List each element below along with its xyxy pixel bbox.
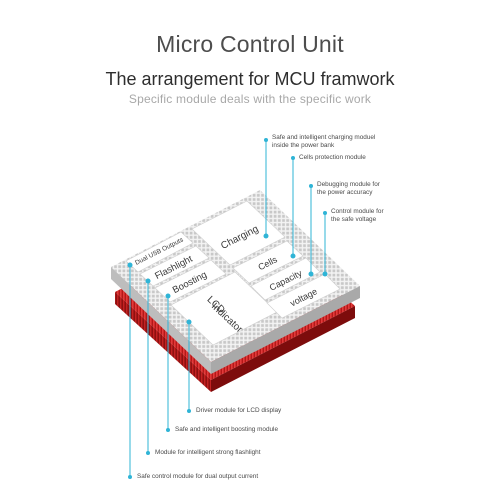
block-voltage	[266, 273, 341, 319]
annotation-debug-line2: the power accuracy	[317, 189, 373, 196]
dot-usb-end	[128, 475, 132, 479]
annotation-control-line2: the safe voltage	[331, 216, 377, 223]
annotation-control: Control module for the safe voltage	[331, 208, 384, 224]
dot-cells-end	[290, 253, 296, 259]
dot-boost-top	[165, 293, 171, 299]
annotation-charging-line1: Safe and intelligent charging moduel	[272, 134, 376, 141]
page-subtitle: The arrangement for MCU framwork	[105, 69, 395, 89]
block-boosting	[154, 259, 227, 303]
annotation-debug: Debugging module for the power accuracy	[317, 181, 380, 197]
dot-charging-end	[263, 233, 269, 239]
annotation-flash: Module for intelligent strong flashlight	[155, 449, 261, 456]
right-leader-dots	[263, 138, 328, 277]
annotation-lcd: Driver module for LCD display	[196, 407, 282, 414]
annotation-boost: Safe and intelligent boosting module	[175, 426, 279, 433]
dot-control-end	[322, 271, 328, 277]
right-leaders	[265, 140, 326, 274]
annotation-usb: Safe control module for dual output curr…	[137, 473, 259, 480]
block-charging	[191, 200, 286, 266]
dot-flash-end	[146, 451, 150, 455]
dot-control-top	[323, 211, 327, 215]
dot-usb-top	[127, 262, 133, 268]
dot-debug-end	[308, 271, 314, 277]
page-tagline: Specific module deals with the specific …	[128, 92, 372, 106]
dot-cells-top	[291, 156, 295, 160]
left-leaders	[129, 265, 190, 477]
dot-charging-top	[264, 138, 268, 142]
annotation-charging-line2: inside the power bank	[272, 142, 335, 149]
annotation-control-line1: Control module for	[331, 208, 384, 215]
block-capacity	[250, 257, 321, 301]
block-cells	[232, 240, 304, 284]
dot-flash-top	[145, 278, 151, 284]
annotation-charging: Safe and intelligent charging moduel ins…	[272, 134, 375, 150]
annotation-cells: Cells protection module	[299, 154, 366, 161]
left-leader-dots	[127, 262, 192, 479]
dot-lcd-end	[187, 409, 191, 413]
module-blocks	[125, 200, 341, 346]
annotation-debug-line1: Debugging module for	[317, 181, 380, 188]
dot-debug-top	[309, 184, 313, 188]
block-dual-usb	[125, 231, 194, 273]
page-title: Micro Control Unit	[156, 31, 344, 57]
dot-lcd-top	[186, 319, 192, 325]
dot-boost-end	[166, 428, 170, 432]
